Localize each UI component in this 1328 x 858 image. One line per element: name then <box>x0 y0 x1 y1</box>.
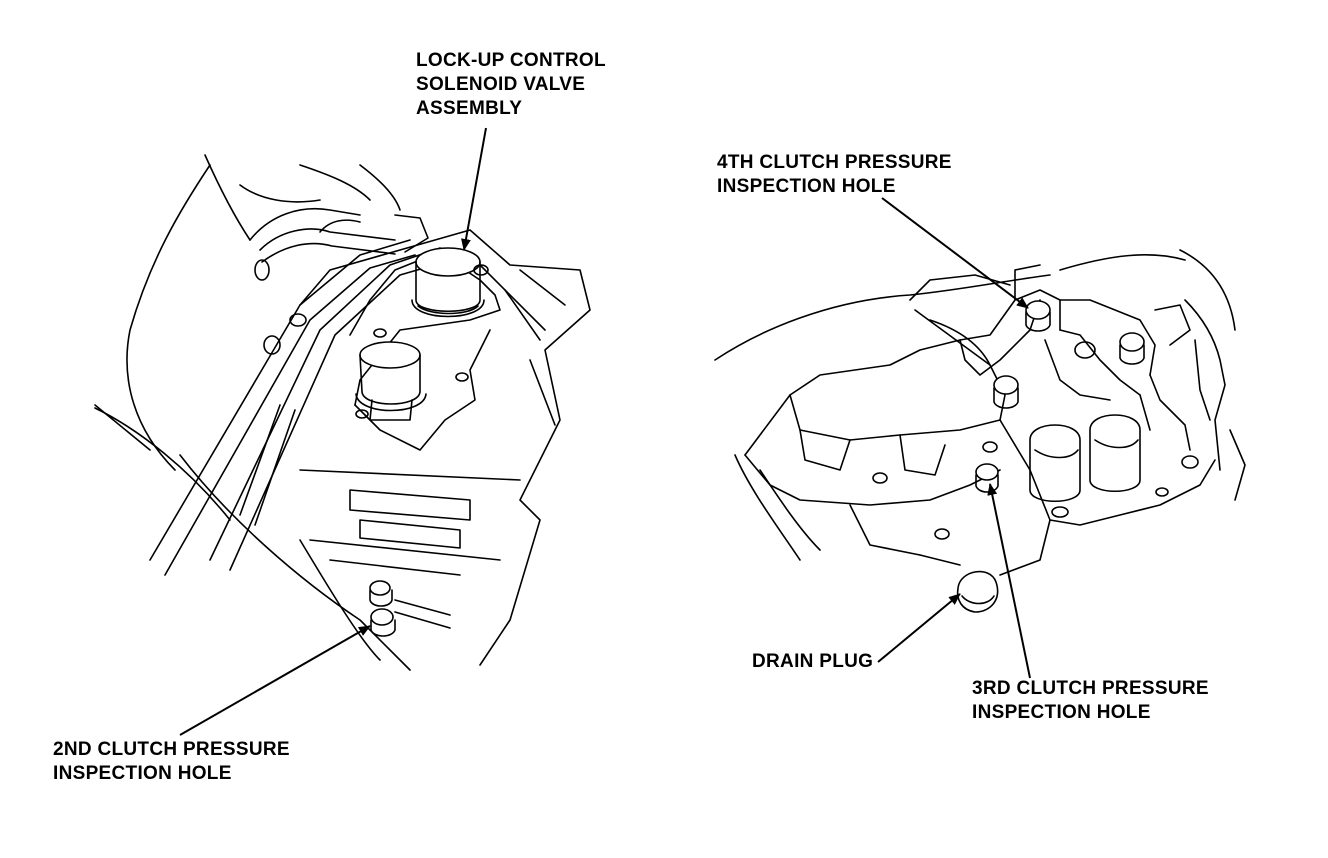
label-line: DRAIN PLUG <box>752 651 874 672</box>
label-2nd-clutch: 2ND CLUTCH PRESSURE INSPECTION HOLE <box>53 738 290 786</box>
label-lockup-solenoid: LOCK-UP CONTROL SOLENOID VALVE ASSEMBLY <box>416 49 606 121</box>
right-transmission-view <box>715 250 1245 612</box>
label-line: INSPECTION HOLE <box>972 702 1151 723</box>
arrow-4th-clutch <box>882 198 1029 308</box>
label-line: INSPECTION HOLE <box>53 763 232 784</box>
label-drain-plug: DRAIN PLUG <box>752 650 873 674</box>
label-line: SOLENOID VALVE <box>416 74 586 95</box>
label-line: LOCK-UP CONTROL <box>416 50 606 71</box>
arrow-2nd-clutch <box>180 626 371 735</box>
arrow-drain-plug <box>878 594 961 662</box>
label-4th-clutch: 4TH CLUTCH PRESSURE INSPECTION HOLE <box>717 151 952 199</box>
label-3rd-clutch: 3RD CLUTCH PRESSURE INSPECTION HOLE <box>972 677 1209 725</box>
left-transmission-view <box>95 155 590 670</box>
arrow-lockup <box>461 128 486 251</box>
label-line: 3RD CLUTCH PRESSURE <box>972 678 1209 699</box>
label-line: 4TH CLUTCH PRESSURE <box>717 152 952 173</box>
leader-arrows <box>180 128 1030 735</box>
label-line: ASSEMBLY <box>416 98 523 119</box>
arrow-3rd-clutch <box>987 483 1030 678</box>
label-line: INSPECTION HOLE <box>717 176 896 197</box>
label-line: 2ND CLUTCH PRESSURE <box>53 739 290 760</box>
